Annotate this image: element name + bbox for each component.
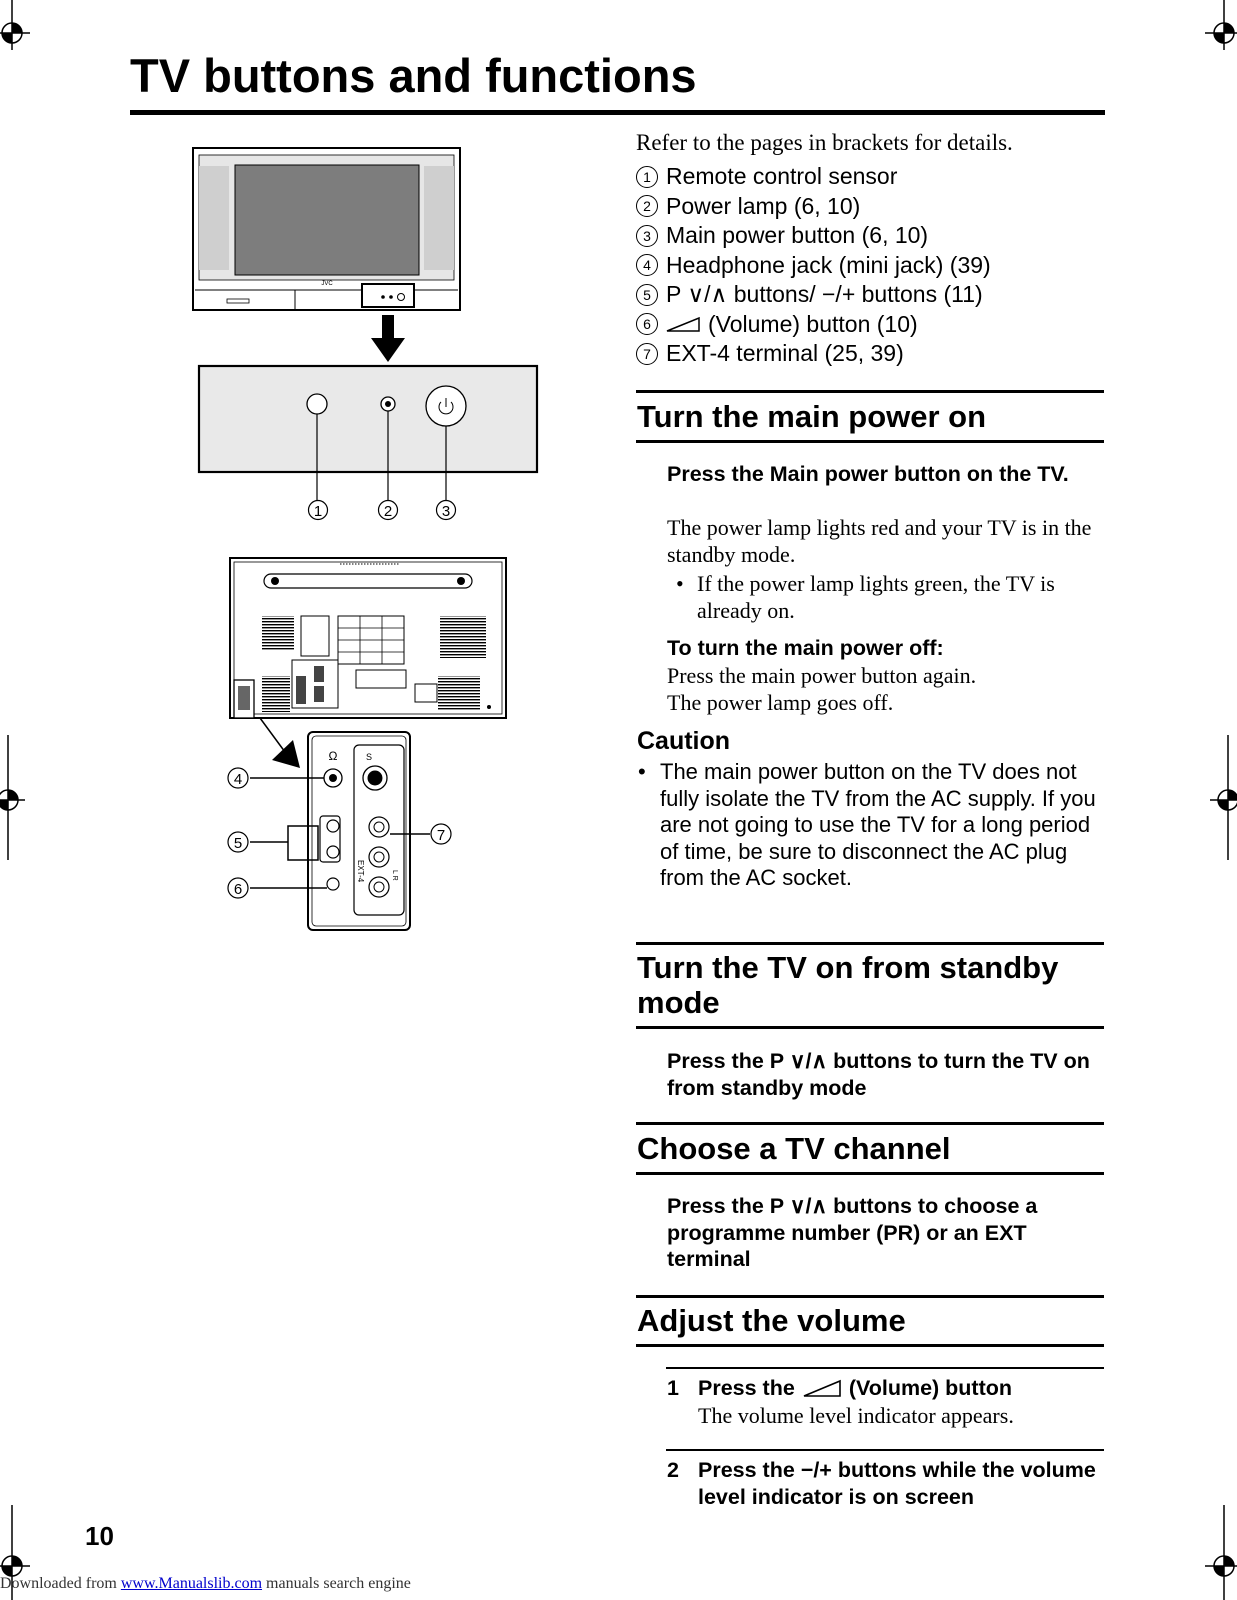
section-heading-channel: Choose a TV channel xyxy=(637,1131,951,1166)
volume-icon xyxy=(803,1380,841,1398)
volume-icon xyxy=(666,317,700,332)
caution-text: The main power button on the TV does not… xyxy=(660,759,1096,890)
instruction-standby: Press the P ∨/∧ buttons to turn the TV o… xyxy=(667,1049,1090,1100)
section-rule xyxy=(636,440,1104,443)
caution-heading: Caution xyxy=(637,727,731,755)
callout-3: 3 xyxy=(442,503,450,520)
section-rule xyxy=(636,1122,1104,1125)
section-rule xyxy=(636,390,1104,393)
section-heading-power-on: Turn the main power on xyxy=(637,399,987,434)
callout-7: 7 xyxy=(437,827,445,844)
page-number: 10 xyxy=(85,1521,114,1551)
callouts-1-3: 1 2 3 xyxy=(307,499,457,521)
callouts-4-7: 4 5 6 7 xyxy=(227,767,452,899)
section-rule xyxy=(636,942,1104,945)
callout-6: 6 xyxy=(234,881,242,898)
tv-diagram: JVC 1 2 3 xyxy=(192,147,539,931)
callout-5: 5 xyxy=(234,835,242,852)
step-number: 1 xyxy=(667,1376,679,1400)
bullet: • xyxy=(676,571,684,596)
section-rule xyxy=(636,1344,1104,1347)
instruction-power-on: Press the Main power button on the TV. xyxy=(667,462,1069,486)
step-number: 2 xyxy=(667,1458,679,1482)
section-heading-volume: Adjust the volume xyxy=(637,1303,906,1338)
body-power-off-1: Press the main power button again. xyxy=(667,663,977,688)
footer-credit: Downloaded from www.Manualslib.com manua… xyxy=(0,1575,411,1592)
section-heading-standby: Turn the TV on from standby mode xyxy=(637,950,1059,1020)
caution-bullet: • xyxy=(638,759,646,784)
ext-label: EXT-4 xyxy=(356,860,365,883)
tv-front-illustration: JVC xyxy=(192,147,461,311)
bullet-text: If the power lamp lights green, the TV i… xyxy=(697,571,1055,623)
step-1-body: The volume level indicator appears. xyxy=(698,1403,1014,1428)
sub-heading-power-off: To turn the main power off: xyxy=(667,636,944,660)
step-rule xyxy=(666,1367,1104,1369)
section-rule xyxy=(636,1295,1104,1298)
body-power-off-2: The power lamp goes off. xyxy=(667,690,894,715)
callout-1: 1 xyxy=(314,503,322,520)
section-rule xyxy=(636,1172,1104,1175)
step-2-title: Press the −/+ buttons while the volume l… xyxy=(698,1458,1096,1509)
title-rule xyxy=(130,110,1105,115)
manualslib-link[interactable]: www.Manualslib.com xyxy=(120,1575,263,1592)
side-panel-zoom: Ω S EXT-4 L R xyxy=(250,731,430,931)
crop-mark-bottom-right xyxy=(1205,1505,1237,1600)
intro-text: Refer to the pages in brackets for detai… xyxy=(636,130,1013,155)
instruction-channel: Press the P ∨/∧ buttons to choose a prog… xyxy=(667,1194,1038,1271)
arrow-diagonal-icon xyxy=(259,717,300,768)
s-video-label: S xyxy=(366,752,372,762)
audio-label: L R xyxy=(391,870,398,881)
headphone-icon: Ω xyxy=(329,749,338,763)
step-rule xyxy=(666,1449,1104,1451)
control-panel-zoom xyxy=(197,364,539,500)
step-1-title: Press the (Volume) button xyxy=(698,1376,1013,1400)
list-item: 6(Volume) button (10) xyxy=(636,310,991,340)
arrow-down-icon xyxy=(371,315,405,362)
section-rule xyxy=(636,1026,1104,1029)
callout-2: 2 xyxy=(384,503,392,520)
body-power-on: The power lamp lights red and your TV is… xyxy=(667,515,1092,567)
brand-logo: JVC xyxy=(321,281,333,287)
callout-4: 4 xyxy=(234,771,242,788)
tv-rear-illustration xyxy=(229,557,507,719)
page-title: TV buttons and functions xyxy=(130,49,697,102)
